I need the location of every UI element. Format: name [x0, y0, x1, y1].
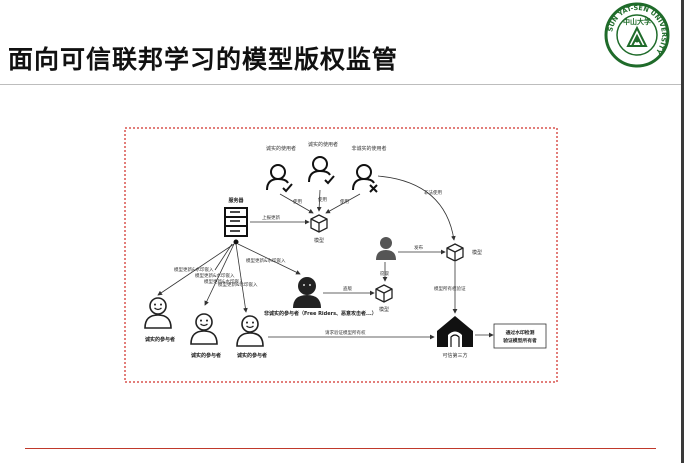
model-top-label: 模型 — [314, 237, 324, 244]
logo-top-text: 中山大学 — [623, 17, 651, 26]
edge-steal: 盗版 — [343, 285, 352, 292]
publisher-icon — [376, 237, 396, 260]
honest-participant-3-icon — [236, 315, 264, 347]
model-right-icon — [446, 243, 464, 262]
edge-verify-own: 模型所有权验证 — [434, 285, 466, 292]
edge-request-verify: 请求验证模型所有权 — [325, 329, 366, 336]
honest-user-2-label: 诚实的使用者 — [308, 141, 338, 148]
university-logo: SUN YAT-SEN UNIVERSITY 中山大学 — [604, 2, 670, 68]
edge-use-3: 使用 — [340, 198, 349, 205]
dishonest-user-label: 非诚实的使用者 — [351, 145, 386, 152]
model-right-label: 模型 — [472, 249, 482, 256]
edge-submit: 上报更新 — [262, 214, 280, 221]
model-top-icon — [310, 214, 328, 233]
honest-user-1-label: 诚实的使用者 — [266, 145, 296, 152]
honest-user-1-icon — [266, 164, 293, 193]
server-icon — [224, 207, 248, 245]
dishonest-user-icon — [352, 164, 378, 193]
participant-3-label: 诚实的参与者 — [237, 352, 267, 359]
honest-user-2-icon — [308, 156, 335, 185]
model-mid-label: 模型 — [379, 306, 389, 313]
third-party-label: 可信第三方 — [442, 352, 467, 359]
title-divider — [0, 84, 681, 85]
edge-dist-1: 模型更新&水印嵌入 — [174, 266, 214, 273]
edge-dist-2: 模型更新&水印嵌入 — [195, 272, 235, 279]
edge-dist-4: 模型更新&水印嵌入 — [218, 281, 258, 288]
footer-divider — [25, 448, 656, 449]
edge-illegal: 非法使用 — [424, 189, 442, 196]
freerider-icon — [293, 277, 321, 308]
result-box — [493, 323, 547, 349]
edge-dist-5: 模型更新&水印嵌入 — [246, 257, 286, 264]
page-title: 面向可信联邦学习的模型版权监管 — [8, 45, 399, 74]
edge-publish: 发布 — [414, 244, 423, 251]
edge-use-2: 使用 — [318, 196, 327, 203]
edge-use-1: 使用 — [293, 198, 302, 205]
diagram-frame — [124, 127, 558, 383]
right-border-bar — [681, 0, 684, 463]
model-mid-icon — [375, 284, 393, 303]
third-party-icon — [437, 316, 473, 347]
honest-participant-2-icon — [190, 313, 218, 345]
honest-participant-1-icon — [144, 297, 172, 329]
participant-2-label: 诚实的参与者 — [191, 352, 221, 359]
participant-1-label: 诚实的参与者 — [145, 336, 175, 343]
result-line-2: 验证模型所有者 — [503, 337, 537, 344]
freerider-label: 非诚实的参与者（Free Riders、恶意攻击者...） — [264, 310, 377, 317]
edge-leak: 窃取 — [380, 270, 389, 277]
edge-dist-3: 模型更新&水印嵌入 — [204, 278, 244, 285]
result-line-1: 通过水印检测 — [506, 329, 535, 336]
logo-emblem-icon — [626, 25, 648, 47]
server-label: 服务器 — [228, 197, 244, 204]
